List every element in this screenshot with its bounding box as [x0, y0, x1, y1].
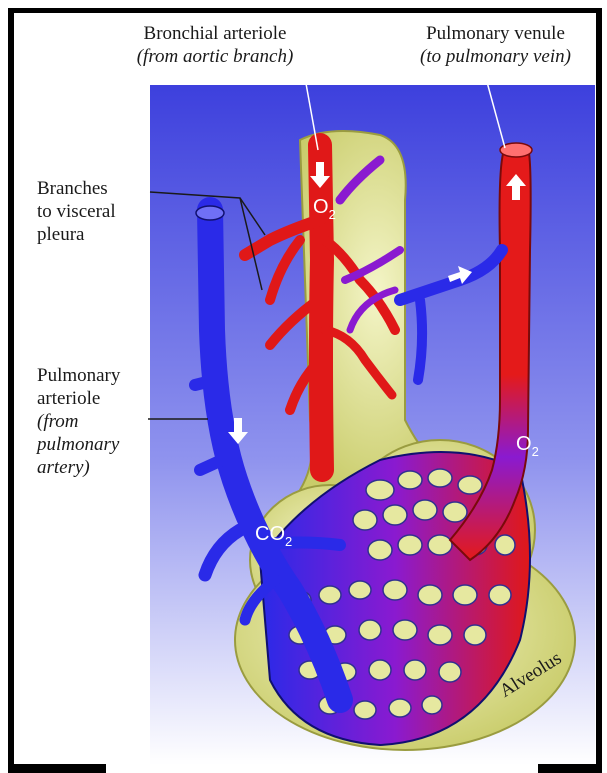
- bronchial-vein-branch: [418, 300, 422, 380]
- label-bronchial-title: Bronchial arteriole: [100, 22, 330, 45]
- label-arteriole-line-1: Pulmonary: [37, 364, 157, 387]
- label-bronchial-subtitle: (from aortic branch): [100, 45, 330, 68]
- label-arteriole-line-3: (from: [37, 410, 157, 433]
- pulmonary-arteriole-opening: [196, 206, 224, 220]
- frame-border-bottom-left: [8, 764, 106, 773]
- label-branches-line-3: pleura: [37, 223, 157, 246]
- label-pulmonary-arteriole: Pulmonary arteriole (from pulmonary arte…: [37, 364, 157, 479]
- frame-border-left: [8, 10, 14, 773]
- frame-border-right: [596, 8, 602, 773]
- frame-border-bottom-right: [538, 764, 602, 773]
- label-arteriole-line-5: artery): [37, 456, 157, 479]
- label-branches-line-1: Branches: [37, 177, 157, 200]
- label-arteriole-line-2: arteriole: [37, 387, 157, 410]
- frame-border-top: [8, 8, 600, 13]
- label-pulmonary-venule: Pulmonary venule (to pulmonary vein): [388, 22, 603, 68]
- label-branches-line-2: to visceral: [37, 200, 157, 223]
- label-venule-subtitle: (to pulmonary vein): [388, 45, 603, 68]
- label-bronchial-arteriole: Bronchial arteriole (from aortic branch): [100, 22, 330, 68]
- label-venule-title: Pulmonary venule: [388, 22, 603, 45]
- label-branches-visceral-pleura: Branches to visceral pleura: [37, 177, 157, 246]
- label-arteriole-line-4: pulmonary: [37, 433, 157, 456]
